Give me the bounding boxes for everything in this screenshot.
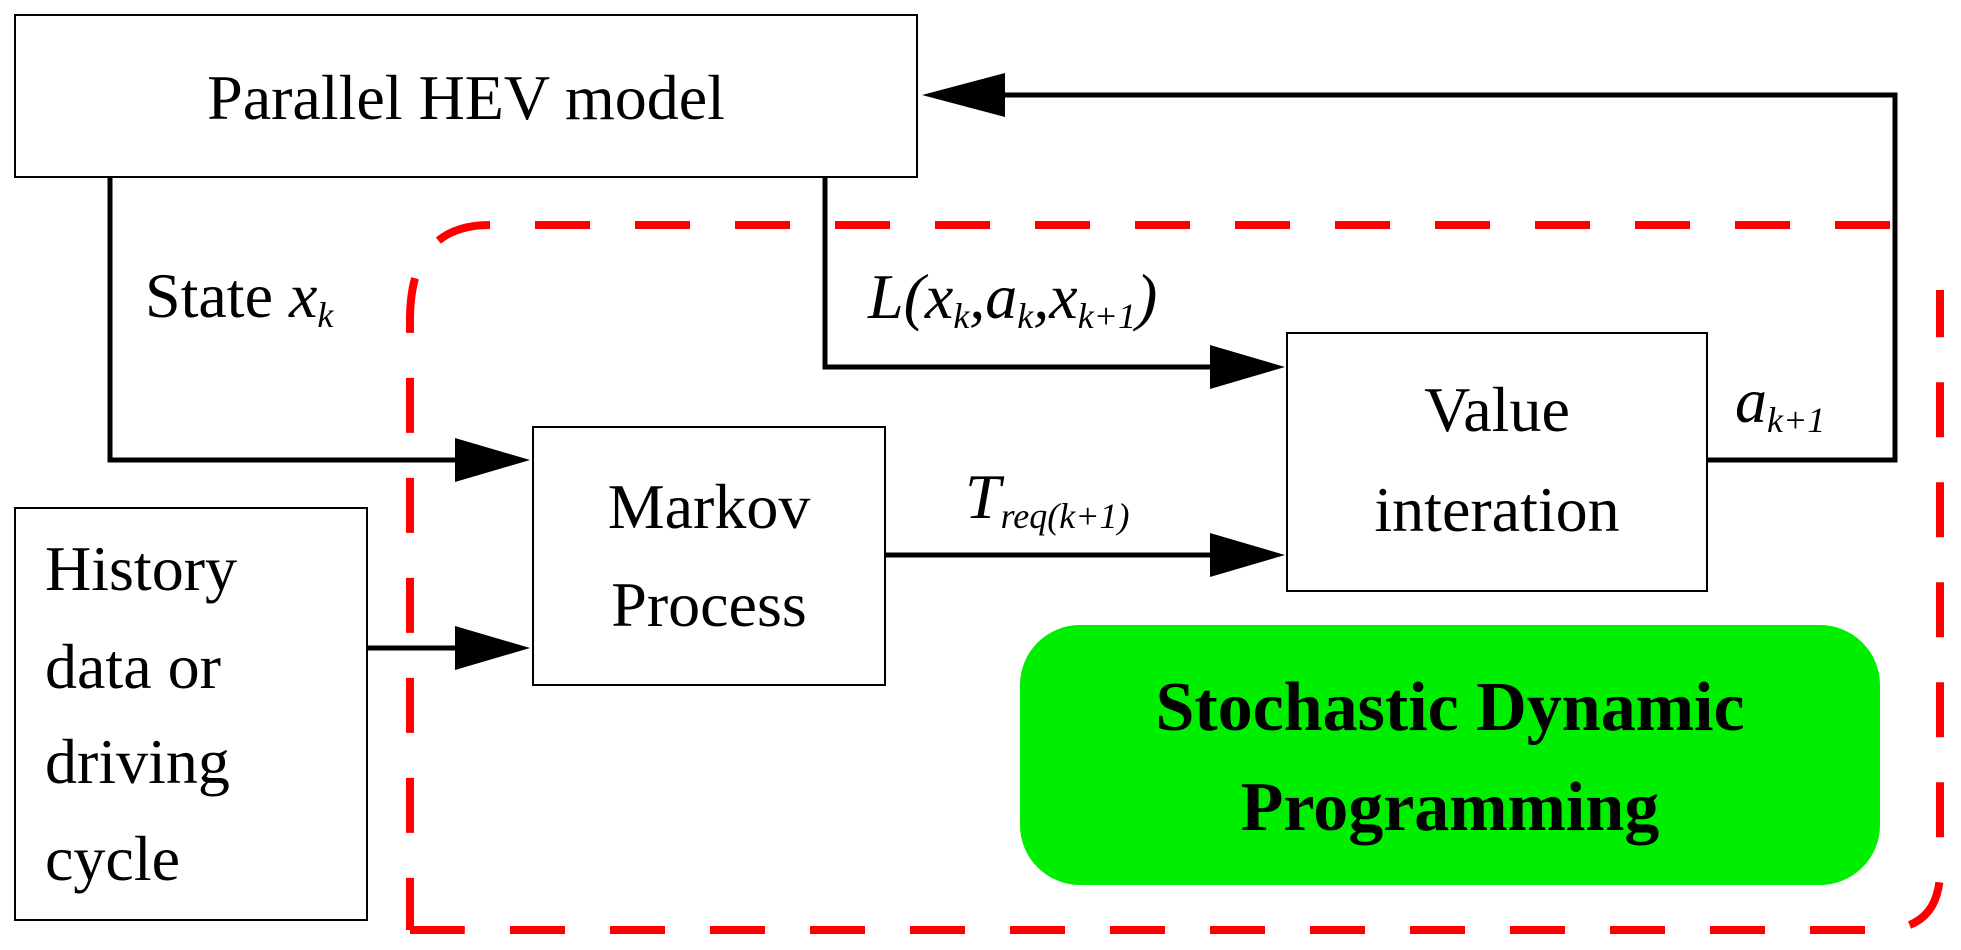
hev-model-label: Parallel HEV model — [207, 62, 725, 133]
cost-x1: x — [924, 261, 953, 332]
arrowhead-history — [455, 626, 530, 670]
arrowhead-torque — [1210, 533, 1285, 577]
sdp-block — [1020, 625, 1880, 885]
value-iteration-box — [1286, 332, 1708, 592]
cost-x2: x — [1048, 261, 1077, 332]
wire-cost — [822, 177, 1220, 370]
sdp-title-line1: Stochastic Dynamic — [1155, 669, 1744, 746]
torque-label: Treq(k+1) — [965, 461, 1130, 536]
state-prefix: State — [145, 260, 289, 331]
history-label-line1: History — [45, 533, 237, 604]
sdp-title-line2: Programming — [1241, 769, 1660, 846]
history-label-line4: cycle — [45, 823, 180, 894]
history-box — [14, 507, 368, 921]
value-label-line1: Value — [1424, 374, 1570, 445]
sdp-boundary — [406, 221, 1944, 934]
markov-label-line2: Process — [611, 569, 807, 640]
arrowhead-cost — [1210, 345, 1285, 389]
cost-label: L(xk,ak,xk+1) — [867, 261, 1157, 336]
action-label: ak+1 — [1735, 365, 1825, 440]
cost-x2-sub: k+1 — [1078, 296, 1136, 336]
hev-model-box — [14, 14, 918, 178]
history-label-line3: driving — [45, 726, 230, 797]
wire-feedback — [1000, 92, 1898, 463]
cost-x1-sub: k — [953, 296, 970, 336]
torque-sub: req(k+1) — [1001, 496, 1130, 536]
state-sub: k — [317, 295, 334, 335]
action-var: a — [1735, 365, 1767, 436]
value-label-line2: interation — [1374, 474, 1619, 545]
cost-sep1: , — [969, 261, 985, 332]
cost-close: ) — [1132, 261, 1157, 332]
state-label: State xk — [145, 260, 334, 335]
cost-open: L( — [867, 261, 929, 332]
arrowhead-feedback — [922, 73, 1005, 117]
cost-a: a — [985, 261, 1017, 332]
action-sub: k+1 — [1767, 400, 1825, 440]
torque-var: T — [965, 461, 1005, 532]
history-label-line2: data or — [45, 631, 221, 702]
markov-label-line1: Markov — [608, 471, 811, 542]
arrowhead-state — [455, 438, 530, 482]
wire-state — [107, 177, 460, 463]
cost-sep2: , — [1033, 261, 1049, 332]
state-var: x — [288, 260, 317, 331]
cost-a-sub: k — [1017, 296, 1034, 336]
markov-process-box — [532, 426, 886, 686]
